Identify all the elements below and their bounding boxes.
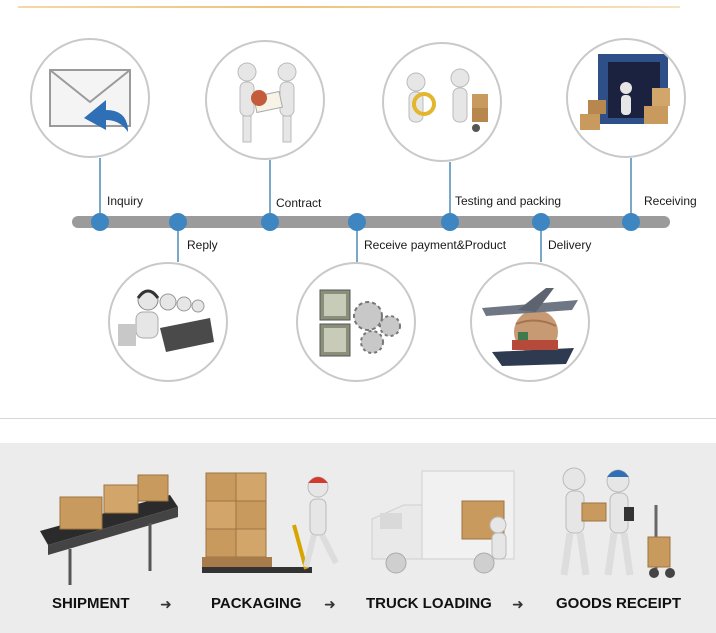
step-label-testing: Testing and packing: [455, 194, 562, 208]
receiving-connector: [630, 158, 632, 218]
stage-label-packaging: PACKAGING: [211, 595, 302, 612]
delivery-circle: [470, 262, 590, 382]
timeline-bar: [72, 216, 670, 228]
call-center-icon: [118, 289, 214, 352]
pallet-jack-icon: [202, 472, 339, 573]
container-boxes-icon: [580, 54, 670, 130]
timeline-node-payment: [348, 213, 366, 231]
stage-label-truck-loading: TRUCK LOADING: [366, 595, 492, 612]
step-label-inquiry: Inquiry: [107, 194, 144, 208]
timeline-node-receiving: [622, 213, 640, 231]
order-process-panel: Inquiry Reply Contract Receive payment&P…: [0, 6, 716, 419]
timeline-node-reply: [169, 213, 187, 231]
goods-receipt-icon: [560, 467, 675, 578]
logistics-panel: SHIPMENT ➜ PACKAGING ➜ TRUCK LOADING ➜ G…: [0, 443, 716, 633]
step-label-payment: Receive payment&Product: [364, 238, 507, 252]
step-label-reply: Reply: [187, 238, 218, 252]
money-gears-icon: [319, 289, 401, 357]
arrow-right-icon: ➜: [512, 596, 524, 612]
testing-packing-icon: [406, 68, 488, 132]
contract-circle: [205, 40, 325, 160]
timeline-node-inquiry: [91, 213, 109, 231]
payment-connector: [356, 226, 358, 262]
timeline-node-testing: [441, 213, 459, 231]
contract-connector: [269, 160, 271, 218]
inquiry-connector: [99, 158, 101, 218]
reply-circle: [108, 262, 228, 382]
step-label-contract: Contract: [276, 196, 322, 210]
envelope-reply-icon: [49, 69, 131, 132]
delivery-connector: [540, 226, 542, 262]
stamp-contract-icon: [237, 62, 297, 143]
arrow-right-icon: ➜: [160, 596, 172, 612]
top-accent-line: [18, 6, 680, 8]
timeline-node-delivery: [532, 213, 550, 231]
arrow-right-icon: ➜: [324, 596, 336, 612]
testing-connector: [449, 162, 451, 218]
stage-label-shipment: SHIPMENT: [52, 595, 130, 612]
receiving-circle: [566, 38, 686, 158]
timeline-node-contract: [261, 213, 279, 231]
truck-loading-icon: [371, 470, 515, 574]
payment-circle: [296, 262, 416, 382]
stage-label-goods-receipt: GOODS RECEIPT: [556, 595, 682, 612]
testing-circle: [382, 42, 502, 162]
inquiry-circle: [30, 38, 150, 158]
plane-ship-globe-icon: [482, 288, 578, 366]
conveyor-boxes-icon: [40, 474, 178, 585]
reply-connector: [177, 226, 179, 262]
step-label-delivery: Delivery: [548, 238, 592, 252]
step-label-receiving: Receiving: [644, 194, 697, 208]
